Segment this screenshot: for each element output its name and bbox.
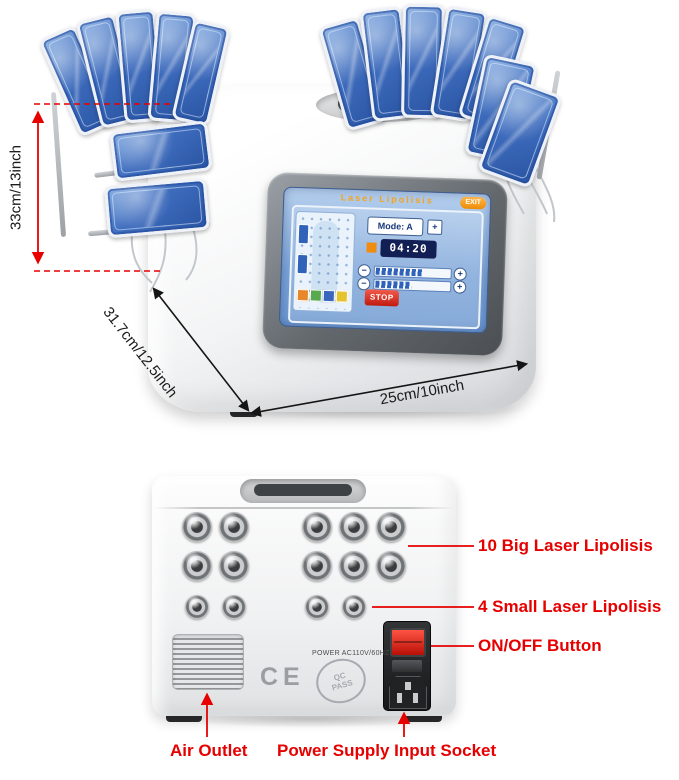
status-square bbox=[322, 289, 336, 303]
big-laser-port bbox=[376, 551, 406, 581]
onoff-rocker-switch bbox=[390, 628, 426, 657]
air-outlet-label: Air Outlet bbox=[170, 741, 248, 760]
small-laser-port bbox=[342, 595, 366, 619]
small-laser-port bbox=[185, 595, 209, 619]
laser-paddle bbox=[103, 177, 211, 239]
power-rating-text: POWER AC110V/60HZ bbox=[312, 650, 390, 657]
touchscreen: Laser Lipolisis EXIT Mode: A + 04:20 − +… bbox=[278, 186, 492, 334]
touchscreen-bezel: Laser Lipolisis EXIT Mode: A + 04:20 − +… bbox=[262, 171, 508, 357]
timer-icon bbox=[366, 242, 377, 253]
power-socket-label: Power Supply Input Socket bbox=[277, 741, 497, 760]
big-ports-label: 10 Big Laser Lipolisis bbox=[478, 536, 653, 555]
screen-exit-button: EXIT bbox=[459, 196, 487, 210]
inlet-pin bbox=[405, 682, 411, 690]
big-laser-port bbox=[339, 512, 369, 542]
small-ports-label: 4 Small Laser Lipolisis bbox=[478, 597, 662, 616]
big-laser-port bbox=[302, 512, 332, 542]
big-laser-port bbox=[339, 551, 369, 581]
inlet-pin bbox=[413, 693, 418, 703]
inlet-pin bbox=[397, 693, 402, 703]
pad-icon bbox=[296, 253, 309, 275]
mode-plus-button: + bbox=[427, 219, 443, 235]
machine-foot bbox=[166, 712, 202, 722]
machine-foot bbox=[406, 712, 442, 722]
screen-mode-display: Mode: A bbox=[367, 216, 424, 237]
rocker-divider bbox=[394, 641, 422, 643]
screen-stop-button: STOP bbox=[364, 289, 400, 307]
big-laser-port bbox=[302, 551, 332, 581]
big-laser-port bbox=[376, 512, 406, 542]
ce-mark: CE bbox=[260, 663, 305, 691]
status-square bbox=[335, 290, 349, 303]
back-handle-slot bbox=[254, 484, 352, 496]
power-entry-module bbox=[383, 621, 431, 711]
small-laser-port bbox=[222, 595, 246, 619]
intensity-bar-fill bbox=[375, 280, 412, 289]
big-laser-port bbox=[182, 551, 212, 581]
power-inlet-socket bbox=[389, 676, 427, 709]
back-handle-recess bbox=[240, 479, 366, 503]
status-square bbox=[296, 288, 310, 302]
onoff-button-label: ON/OFF Button bbox=[478, 636, 602, 655]
lid-seam bbox=[154, 507, 454, 509]
fuse-drawer bbox=[392, 660, 422, 672]
big-laser-port bbox=[219, 512, 249, 542]
screen-timer-display: 04:20 bbox=[380, 238, 437, 259]
paddle-rack-bar bbox=[50, 92, 67, 237]
intensity-bar-fill bbox=[375, 267, 423, 277]
big-laser-port bbox=[182, 512, 212, 542]
height-dimension-label: 33cm/13inch bbox=[7, 144, 25, 231]
small-laser-port bbox=[305, 595, 329, 619]
status-square bbox=[309, 289, 323, 302]
pad-icon bbox=[297, 223, 310, 245]
air-outlet-grille bbox=[172, 634, 244, 690]
big-laser-port bbox=[219, 551, 249, 581]
